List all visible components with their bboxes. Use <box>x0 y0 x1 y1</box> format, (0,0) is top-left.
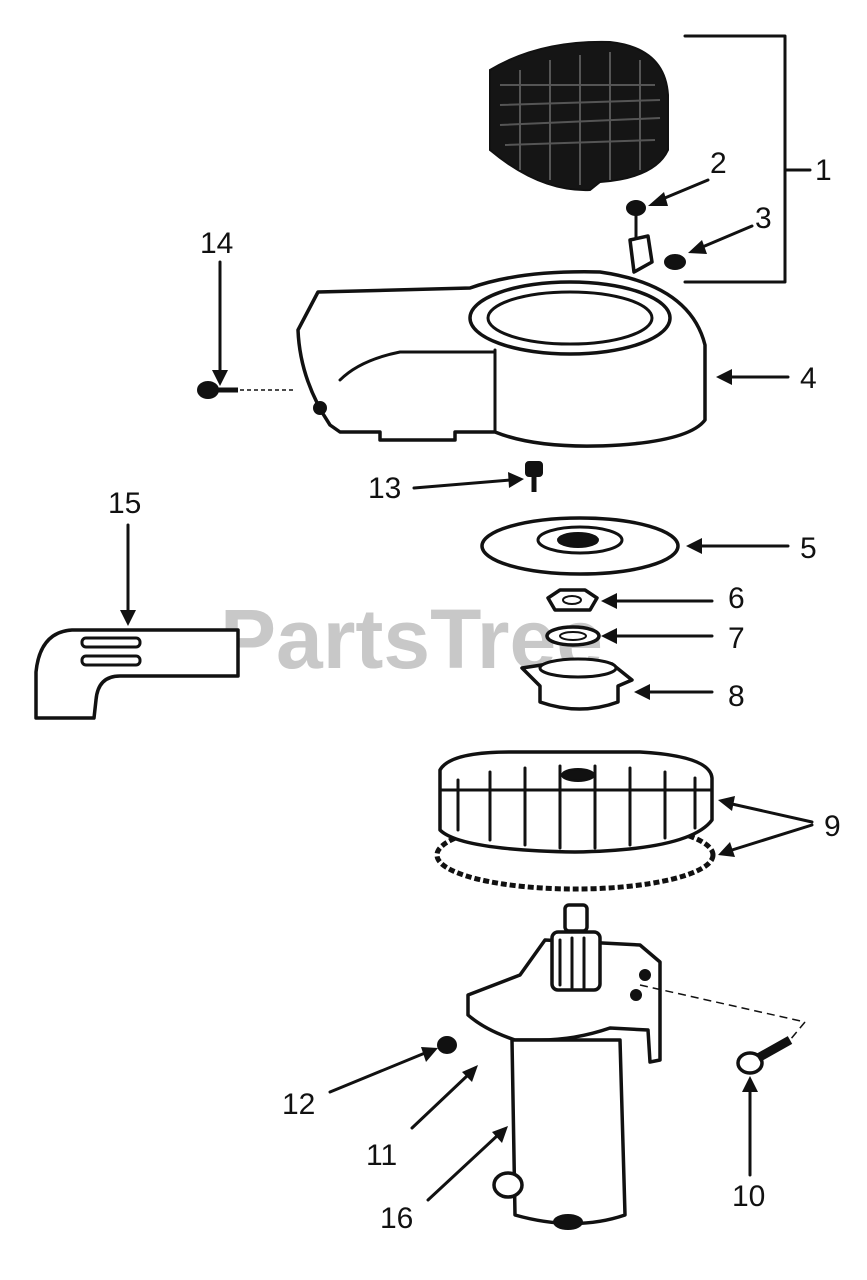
screw-part-2[interactable] <box>626 200 646 242</box>
blower-housing-part-4[interactable] <box>296 270 707 448</box>
callout-3: 3 <box>755 202 772 235</box>
callout-5: 5 <box>800 532 817 565</box>
flywheel-part-9[interactable] <box>434 750 716 892</box>
washer-part-7[interactable] <box>545 625 601 647</box>
callout-11: 11 <box>366 1139 397 1172</box>
screw-part-13[interactable] <box>525 461 543 492</box>
callout-8: 8 <box>728 680 745 713</box>
callout-16: 16 <box>380 1202 413 1235</box>
group-bracket-1 <box>683 34 812 284</box>
callout-14: 14 <box>200 227 233 260</box>
air-filter-screen[interactable] <box>489 40 669 192</box>
callout-4: 4 <box>800 362 817 395</box>
callout-13: 13 <box>368 472 401 505</box>
callout-15: 15 <box>108 487 141 520</box>
callout-2: 2 <box>710 147 727 180</box>
callout-9: 9 <box>824 810 841 843</box>
clip-part-3[interactable] <box>628 234 686 274</box>
nut-part-12[interactable] <box>437 1036 457 1054</box>
callout-1: 1 <box>815 154 832 187</box>
leader-lines <box>120 178 814 1202</box>
nut-part-6[interactable] <box>546 588 599 612</box>
hub-part-8[interactable] <box>520 657 634 711</box>
starter-cup-part-5[interactable] <box>480 516 680 576</box>
starter-pinion[interactable] <box>550 903 602 992</box>
bolt-part-10[interactable] <box>639 984 806 1075</box>
screw-part-14[interactable] <box>197 381 296 399</box>
panel-part-15[interactable] <box>34 628 240 720</box>
callout-12: 12 <box>282 1088 315 1121</box>
callout-7: 7 <box>728 622 745 655</box>
callout-6: 6 <box>728 582 745 615</box>
callout-10: 10 <box>732 1180 765 1213</box>
starter-motor-part-16[interactable] <box>492 1038 627 1230</box>
